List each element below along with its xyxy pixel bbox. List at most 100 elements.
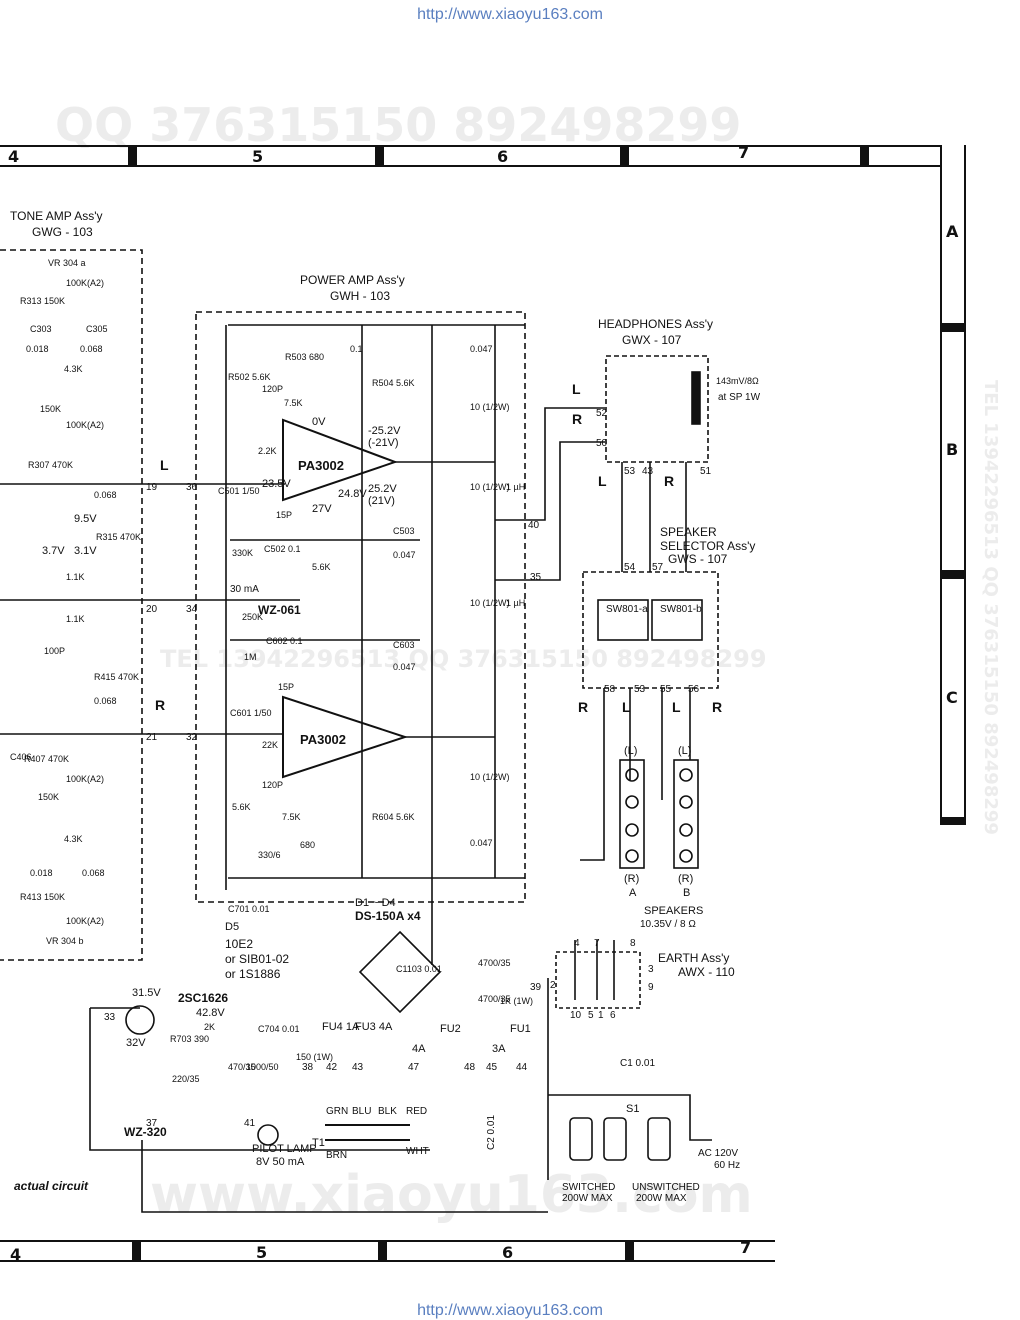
component-label: C305 [86,324,108,334]
source-url-top[interactable]: http://www.xiaoyu163.com [417,6,603,23]
component-label: 34 [186,604,198,615]
spk-chan-r2: R [712,699,722,715]
component-label: C503 [393,526,415,536]
sel-chan-l: L [598,473,607,489]
component-label: 43 [642,466,654,477]
power-amp-code: GWH - 103 [330,289,390,303]
component-label: 35 [530,572,542,583]
component-label: 22K [262,740,278,750]
watermark-bottom: www.xiaoyu163.com [150,1165,753,1225]
component-label: 0.018 [30,868,53,878]
spk-chan-r1: R [578,699,588,715]
wire-blu: BLU [352,1106,371,1117]
wire-grn: GRN [326,1106,348,1117]
component-label: C406 [10,752,32,762]
zone-label-4: 4 [8,147,20,166]
v-32: 32V [126,1037,146,1049]
component-label: 1K (1W) [500,996,533,1006]
component-label: 100K(A2) [66,774,104,784]
sw801-b-label: SW801-b [660,604,702,615]
v-315: 31.5V [132,987,161,999]
power-amp-boundary [195,311,526,903]
fu4-label: FU4 1A [322,1021,360,1033]
component-label: 44 [516,1062,528,1073]
component-label: C701 0.01 [228,904,270,914]
component-label: 41 [244,1118,256,1129]
component-label: 470/35 [228,1062,256,1072]
ac-line1: AC 120V [698,1148,738,1159]
component-label: 100P [44,646,65,656]
d5-opt2: or SIB01-02 [225,952,289,966]
component-label: R503 680 [285,352,324,362]
component-label: 4 [574,938,580,949]
zone-label-6: 6 [497,147,509,166]
zone-label-7-bottom: 7 [740,1238,752,1257]
fu2-value: 4A [412,1043,426,1055]
component-label: R504 5.6K [372,378,415,388]
q8-opamp [282,695,409,779]
v-428: 42.8V [196,1007,225,1019]
zone-label-7: 7 [738,143,750,162]
q8-part: PA3002 [300,732,346,747]
wire-red: RED [406,1106,427,1117]
component-label: R703 390 [170,1034,209,1044]
component-label: 1 µH [506,482,525,492]
zone-label-4-bottom: 4 [10,1245,22,1264]
transformer-t1 [325,1124,410,1141]
component-label: 1M [244,652,257,662]
hp-note: at SP 1W [718,392,761,403]
earth-code: AWX - 110 [678,965,735,979]
component-label: 10 [570,1010,582,1021]
v-neg: -25.2V [368,425,401,437]
headphone-jack [691,371,701,425]
spk-chan-l1: L [622,699,631,715]
v-pos: 25.2V [368,483,397,495]
switch-s1: S1 [626,1103,639,1115]
component-label: 51 [700,466,712,477]
speakers-rating: 10.35V / 8 Ω [640,919,696,930]
component-label: 6 [610,1010,616,1021]
tone-amp-title: TONE AMP Ass'y [10,209,103,223]
outlet-unswitched [647,1117,671,1161]
diodes-title: D1 ~ D4 [355,897,396,909]
zone-ruler-top [0,145,940,167]
zone-label-6-bottom: 6 [502,1243,514,1262]
component-label: 21 [146,732,158,743]
component-label: 1.1K [66,572,85,582]
component-label: 15P [276,510,292,520]
row-label-a: A [946,222,959,241]
hp-chan-r: R [572,411,582,427]
component-label: 1.1K [66,614,85,624]
component-label: C502 0.1 [264,544,301,554]
component-label: 150K [38,792,59,802]
component-label: R315 470K [96,532,141,542]
fu2-label: FU2 [440,1023,461,1035]
outlet-unswitched: UNSWITCHED [632,1182,700,1193]
source-url-bottom[interactable]: http://www.xiaoyu163.com [417,1302,603,1319]
sw801-b [651,599,703,641]
component-label: C501 1/50 [218,486,260,496]
component-label: 15P [278,682,294,692]
speaker-left-b: (L) [678,745,691,757]
v-pos-alt: (21V) [368,495,395,507]
component-label: 150K [40,404,61,414]
spk-chan-l2: L [672,699,681,715]
transistor-part: 2SC1626 [178,991,228,1005]
row-label-b: B [946,440,959,459]
v-ov: 0V [312,416,326,428]
outlet-switched: SWITCHED [562,1182,615,1193]
component-label: 42 [326,1062,338,1073]
transformer-name: T1 [312,1137,325,1149]
component-label: 7.5K [282,812,301,822]
wire-to-headphones-l [495,407,605,521]
tone-amp-boundary [0,249,143,961]
ac-line2: 60 Hz [714,1160,740,1171]
sw801-a [597,599,649,641]
headphones-title: HEADPHONES Ass'y [598,317,713,331]
component-label: R415 470K [94,672,139,682]
component-label: R307 470K [28,460,73,470]
component-label: R407 470K [24,754,69,764]
component-label: 10 (1/2W) [470,772,510,782]
headphones-code: GWX - 107 [622,333,682,347]
component-label: 57 [652,562,664,573]
